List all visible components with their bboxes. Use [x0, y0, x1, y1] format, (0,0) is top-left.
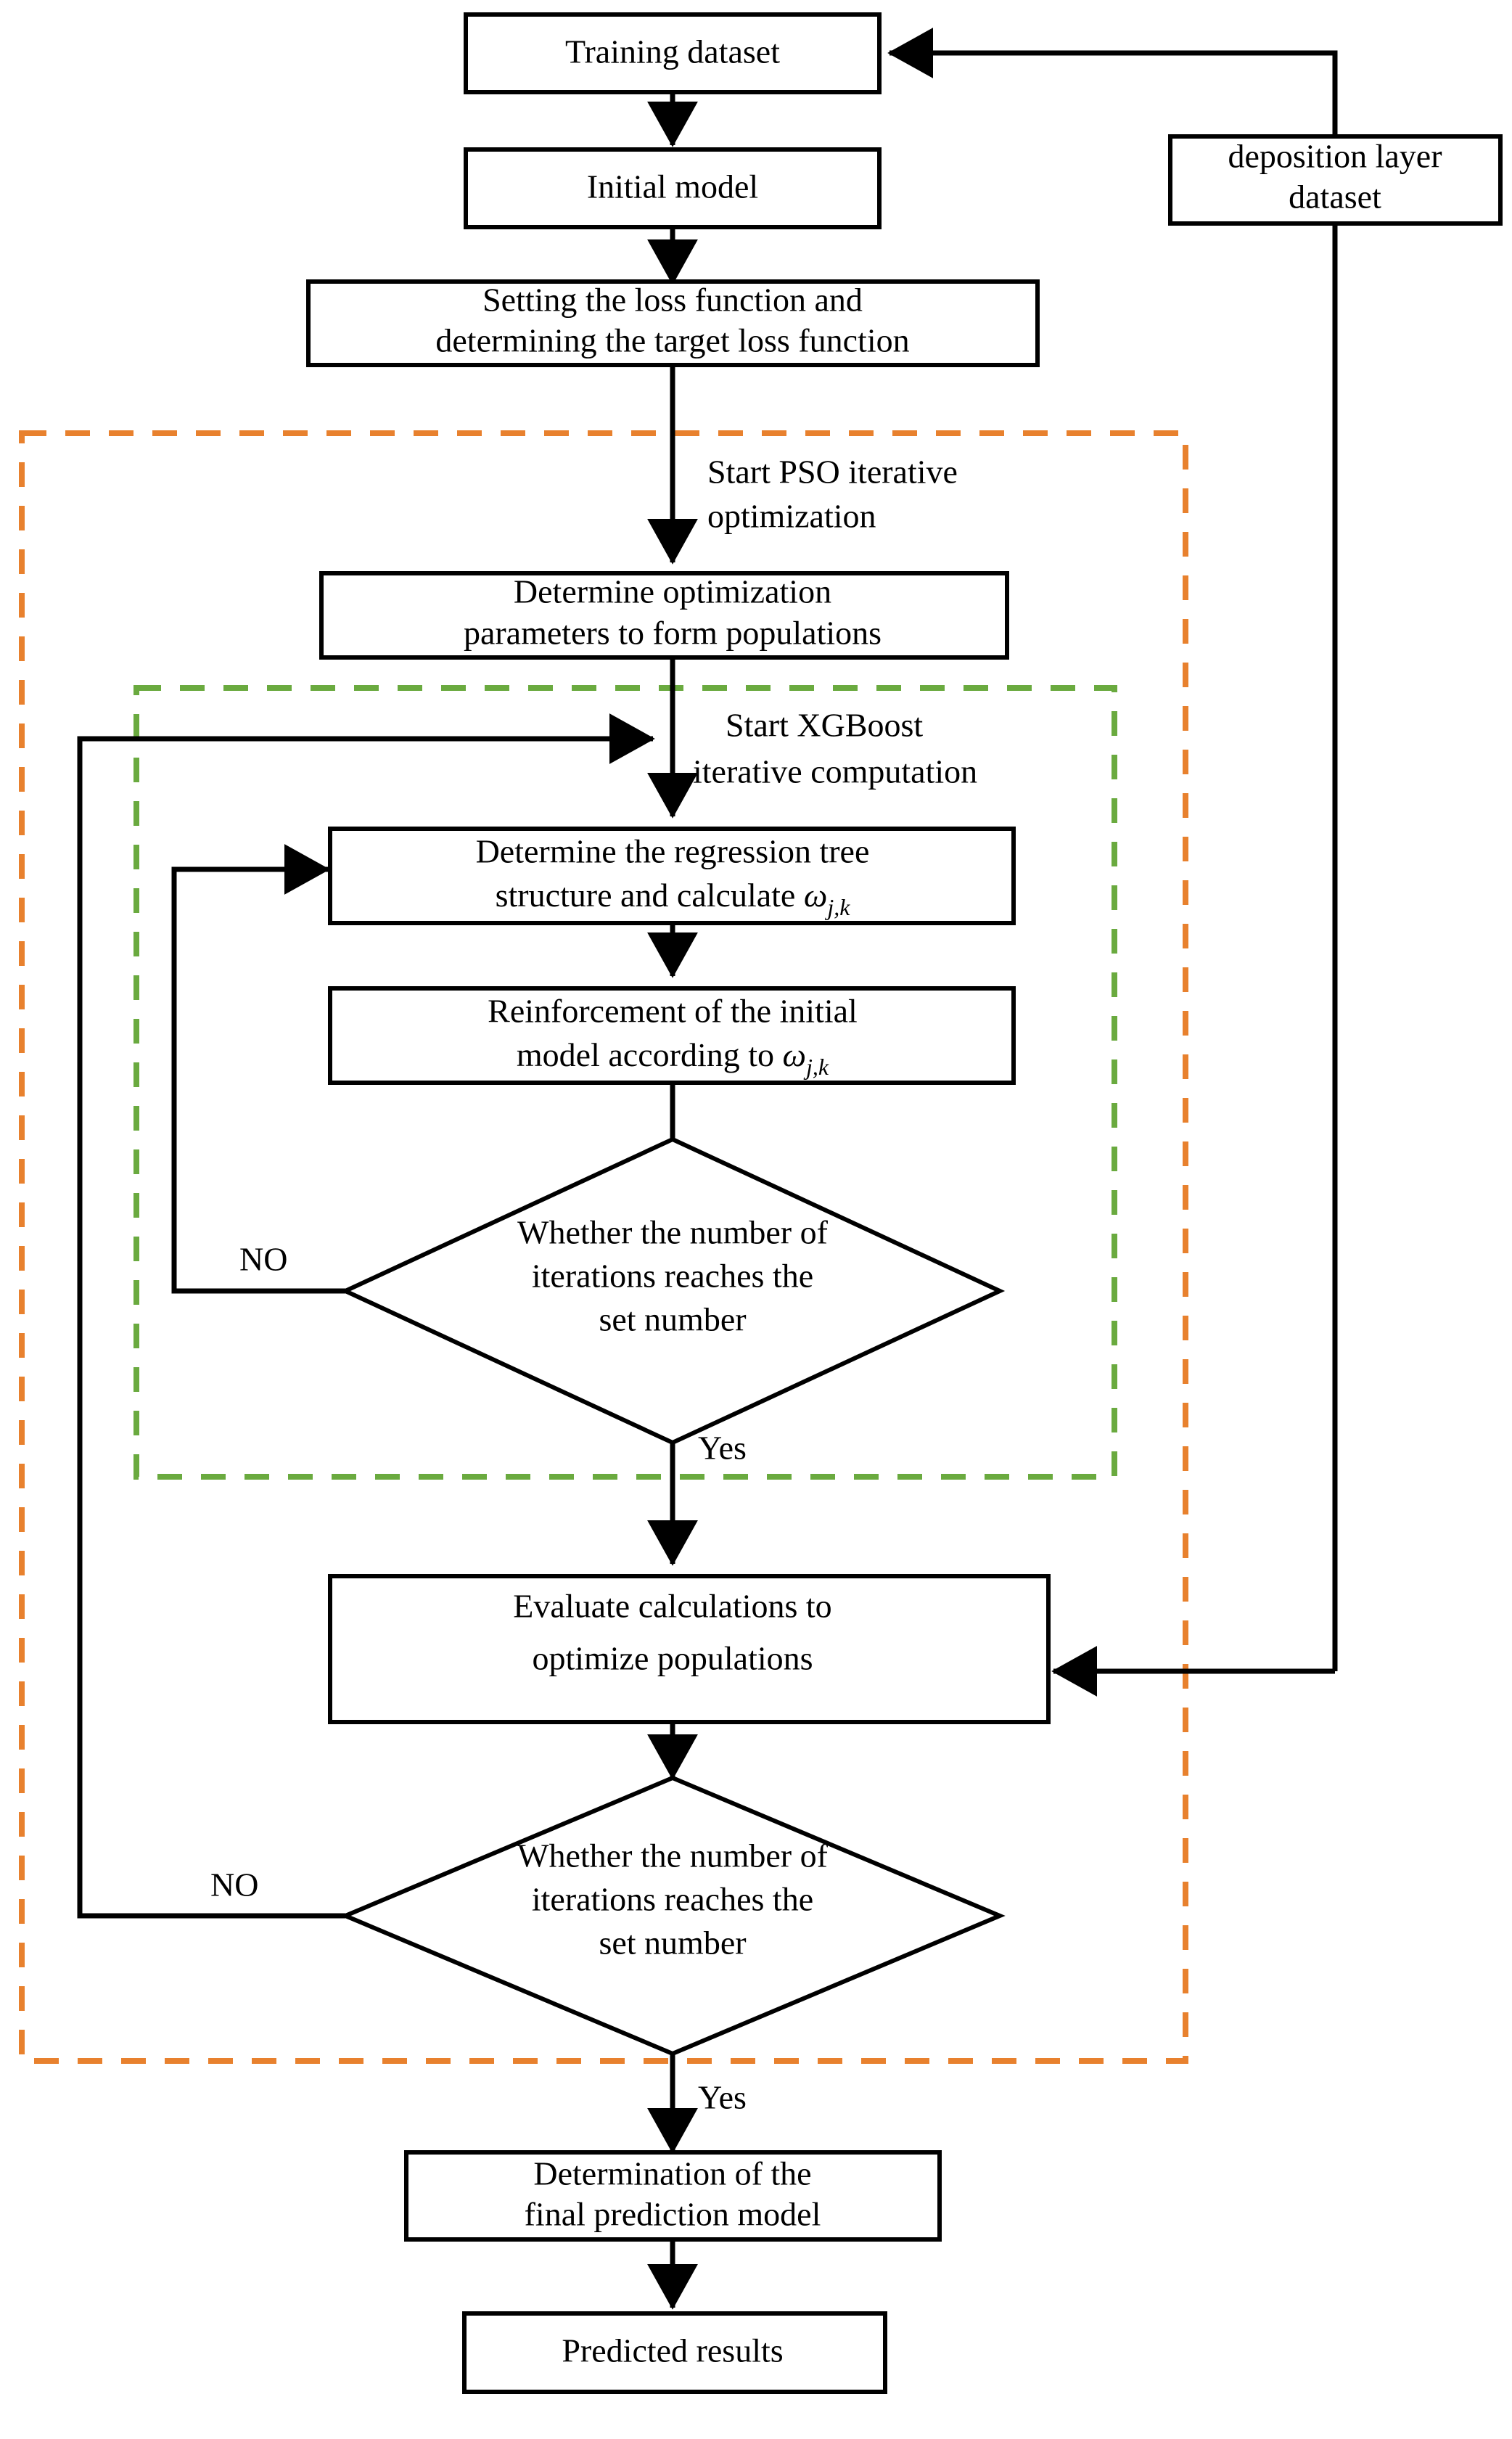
label-training-dataset: Training dataset — [565, 33, 780, 70]
node-regression-tree[interactable] — [328, 827, 1016, 925]
edge-decision-inner-no-feedback — [171, 844, 345, 1294]
omega-subscript: j,k — [803, 1054, 829, 1080]
node-evaluate[interactable] — [328, 1574, 1051, 1724]
node-reinforcement[interactable] — [328, 986, 1016, 1085]
label-initial-model: Initial model — [587, 168, 758, 205]
node-decision-inner[interactable] — [340, 1136, 1006, 1446]
label-decision-inner-yes: Yes — [698, 1430, 747, 1467]
label-loss-function-line1: Setting the loss function and — [482, 282, 863, 319]
edge-deposition-to-training-dataset — [887, 28, 1338, 1671]
label-decision-outer-line2: iterations reaches the — [532, 1881, 813, 1918]
regression-tree-text: structure and calculate — [496, 877, 804, 914]
omega-subscript: j,k — [824, 894, 850, 920]
node-initial-model[interactable] — [464, 147, 882, 229]
reinforcement-text: model according to — [517, 1036, 783, 1073]
label-decision-inner-no: NO — [239, 1241, 287, 1278]
node-final-model[interactable] — [404, 2150, 942, 2242]
node-loss-function[interactable] — [306, 279, 1040, 367]
label-decision-inner-line3: set number — [599, 1301, 746, 1338]
node-determine-parameters[interactable] — [319, 571, 1009, 660]
label-determine-parameters-line2: parameters to form populations — [464, 615, 882, 652]
label-pso-group-line1: Start PSO iterative — [707, 454, 958, 491]
label-xgboost-group-line2: iterative computation — [693, 753, 977, 790]
omega-symbol: ω — [783, 1036, 806, 1073]
label-evaluate-line2: optimize populations — [532, 1640, 813, 1677]
label-decision-inner-line2: iterations reaches the — [532, 1258, 813, 1295]
label-loss-function-line2: determining the target loss function — [435, 322, 909, 359]
node-deposition-layer-dataset[interactable] — [1168, 134, 1503, 226]
edge-decision-outer-no-feedback — [77, 713, 655, 1919]
label-final-model-line1: Determination of the — [533, 2155, 811, 2192]
label-xgboost-group-line1: Start XGBoost — [726, 707, 923, 744]
label-deposition-line2: dataset — [1289, 179, 1381, 216]
label-predicted-results: Predicted results — [562, 2332, 783, 2369]
label-decision-inner-line1: Whether the number of — [517, 1214, 829, 1251]
xgboost-group-boundary — [133, 685, 1117, 1480]
label-decision-outer-line3: set number — [599, 1924, 746, 1962]
pso-group-boundary — [19, 430, 1188, 2064]
node-predicted-results[interactable] — [462, 2311, 887, 2394]
label-final-model-line2: final prediction model — [525, 2196, 821, 2233]
label-reinforcement-line2: model according to ωj,k — [517, 1036, 829, 1081]
node-decision-outer[interactable] — [340, 1775, 1006, 2057]
node-training-dataset[interactable] — [464, 12, 882, 94]
label-decision-outer-no: NO — [210, 1866, 258, 1903]
label-evaluate-line1: Evaluate calculations to — [513, 1588, 831, 1625]
label-decision-outer-line1: Whether the number of — [517, 1837, 829, 1874]
label-deposition-line1: deposition layer — [1228, 138, 1442, 175]
label-pso-group-line2: optimization — [707, 498, 876, 535]
label-determine-parameters-line1: Determine optimization — [514, 573, 831, 610]
label-decision-outer-yes: Yes — [698, 2079, 747, 2116]
label-regression-tree-line2: structure and calculate ωj,k — [496, 877, 851, 921]
label-regression-tree-line1: Determine the regression tree — [476, 833, 870, 870]
label-reinforcement-line1: Reinforcement of the initial — [488, 993, 858, 1030]
omega-symbol: ω — [804, 877, 827, 914]
